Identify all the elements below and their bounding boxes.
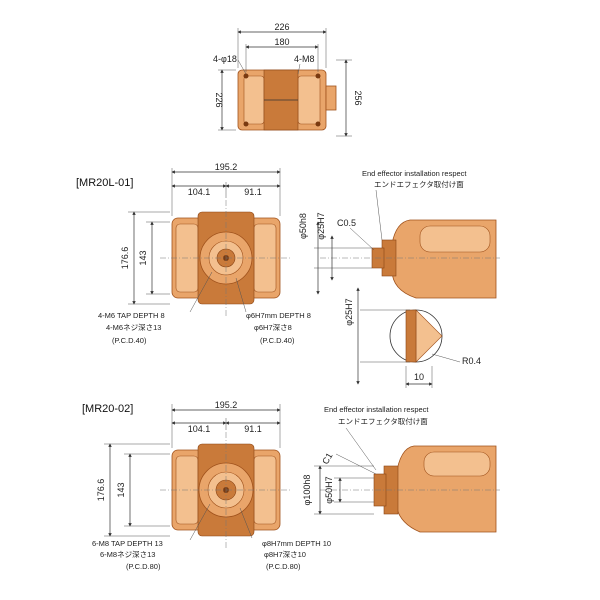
mr2002-dim-height-inner: 143 [116, 482, 126, 497]
mr20l01-chamfer: C0.5 [337, 218, 356, 228]
mr20l01-dim-left: 104.1 [188, 187, 211, 197]
top-dim-width-inner: 180 [274, 37, 289, 47]
mr2002-side-title-jp: エンドエフェクタ取付け面 [338, 416, 428, 426]
mr20l01-body [171, 211, 281, 305]
mr20l01-side-view: End effector installation respect エンドエフェ… [298, 169, 500, 299]
mr2002-tap-pcd: (P.C.D.80) [126, 562, 161, 571]
mr2002-dim-left: 104.1 [188, 424, 211, 434]
mr2002-pin-jp: φ8H7深さ10 [264, 550, 306, 559]
mr20l01-dim-height-outer: 176.6 [120, 247, 130, 270]
top-label-tap: 4-M8 [294, 54, 315, 64]
mr20l01-front-view: [MR20L-01] 195.2 104.1 91.1 176.6 [76, 162, 311, 345]
mr20l01-tap-en: 4-M6 TAP DEPTH 8 [98, 311, 165, 320]
mr2002-tap-jp: 6-M8ネジ深さ13 [100, 550, 155, 559]
mr20l01-detail-depth: 10 [414, 372, 424, 382]
mr2002-dim-right: 91.1 [244, 424, 262, 434]
mr20l01-dia2: φ25H7 [316, 212, 326, 239]
mr2002-dim-height-outer: 176.6 [96, 479, 106, 502]
mr20l01-side-title-en: End effector installation respect [362, 169, 467, 178]
mr20l01-side-title-jp: エンドエフェクタ取付け面 [374, 179, 464, 189]
mr20l01-pin-jp: φ6H7深さ8 [254, 323, 292, 332]
top-view: 226 180 226 256 4-φ18 4-M8 [213, 22, 363, 137]
mr2002-pin-en: φ8H7mm DEPTH 10 [262, 539, 331, 548]
mr20l01-dim-total: 195.2 [215, 162, 238, 172]
top-dim-height-right: 256 [353, 90, 363, 105]
top-view-body [237, 69, 337, 131]
mr20l01-tap-pcd: (P.C.D.40) [112, 336, 147, 345]
mr2002-title: [MR20-02] [82, 403, 133, 415]
mr2002-dia2: φ50H7 [324, 476, 334, 503]
top-label-holes: 4-φ18 [213, 54, 237, 64]
mr20l01-dim-height-inner: 143 [138, 250, 148, 265]
mr2002-dia1: φ100h8 [302, 475, 312, 506]
mr20l01-side-body [371, 219, 497, 299]
mr2002-chamfer: C1 [320, 451, 334, 466]
mr2002-side-title-en: End effector installation respect [324, 405, 429, 414]
mr20l01-detail-radius: R0.4 [462, 356, 481, 366]
mr20l01-tap-jp: 4-M6ネジ深さ13 [106, 323, 161, 332]
mr20l01-detail-view: φ25H7 R0.4 10 [344, 287, 481, 388]
mr2002-side-view: End effector installation respect エンドエフェ… [302, 405, 500, 533]
top-dim-height-left: 226 [214, 92, 224, 107]
mr20l01-title: [MR20L-01] [76, 177, 133, 189]
top-dim-width-outer: 226 [274, 22, 289, 32]
mr20l01-detail-dia: φ25H7 [344, 298, 354, 325]
mr20l01-dim-right: 91.1 [244, 187, 262, 197]
mr20l01-pin-pcd: (P.C.D.40) [260, 336, 295, 345]
mr20l01-pin-en: φ6H7mm DEPTH 8 [246, 311, 311, 320]
mr2002-front-view: [MR20-02] 195.2 104.1 91.1 176.6 [82, 400, 331, 571]
mr2002-side-body [373, 445, 497, 533]
mr20l01-dia1: φ50h8 [298, 213, 308, 239]
mr2002-tap-en: 6-M8 TAP DEPTH 13 [92, 539, 163, 548]
mr2002-pin-pcd: (P.C.D.80) [266, 562, 301, 571]
mr2002-dim-total: 195.2 [215, 400, 238, 410]
